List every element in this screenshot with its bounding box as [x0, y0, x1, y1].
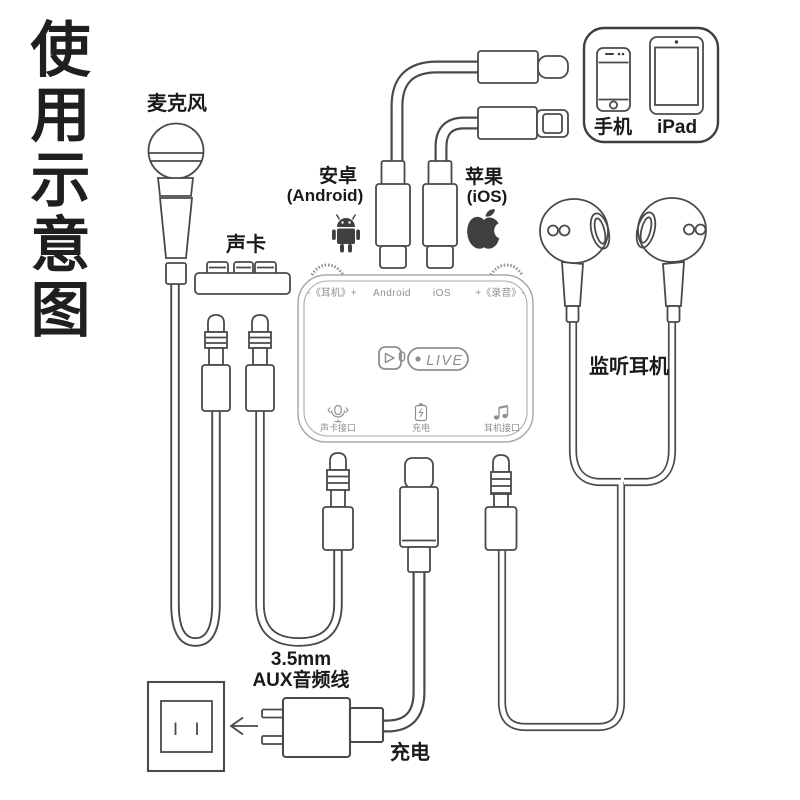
music-note-icon: [493, 404, 509, 420]
aux-label-line1: 3.5mm: [271, 649, 331, 670]
headphone-volume-label: -《耳机》+: [307, 286, 356, 299]
microphone-illustration: [147, 122, 205, 285]
headphone-volume-knob: [310, 263, 345, 276]
sound-card-label: 声卡: [225, 232, 266, 256]
trs-plug-aux-bottom: [322, 452, 354, 551]
mic-cable: [170, 283, 221, 647]
mic-port-label: 声卡接口: [320, 422, 356, 433]
earbud-left: [539, 198, 611, 323]
apple-label-cn: 苹果: [465, 165, 503, 188]
play-live-logo: LIVE: [378, 346, 469, 371]
microphone-label: 麦克风: [147, 91, 207, 115]
ipad-icon: [649, 36, 704, 115]
ios-port-label: iOS: [433, 288, 451, 299]
charging-label: 充电: [390, 740, 430, 764]
charge-cable: [370, 572, 426, 733]
trrs-plug-earphone: [484, 454, 518, 551]
earbud-right: [635, 197, 707, 323]
sound-card-illustration: [194, 261, 291, 295]
phone-label: 手机: [594, 115, 632, 138]
earphone-port-label: 耳机接口: [484, 422, 520, 433]
ipad-label: iPad: [657, 117, 697, 138]
android-usb-plug: [375, 160, 411, 269]
devices-box: 手机 iPad: [582, 26, 720, 144]
earphone-cable: [497, 320, 677, 732]
phone-icon: [596, 47, 631, 112]
usb-c-connector: [477, 50, 569, 84]
battery-icon: [414, 403, 428, 422]
live-device: -《耳机》+ Android iOS +《录音》- LIVE: [297, 263, 534, 443]
lightning-connector: [477, 106, 569, 140]
android-label-en: (Android): [287, 186, 363, 205]
aux-cable: [255, 411, 343, 647]
page-title: 使用示意图: [22, 18, 89, 343]
android-port-label: Android: [373, 288, 411, 299]
usb-c-cable: [390, 60, 480, 168]
arrow-left-icon: [229, 716, 258, 736]
mic-port-icon: [327, 404, 349, 423]
charge-plug: [399, 457, 439, 573]
aux-label-line2: AUX音频线: [252, 668, 349, 691]
trs-plug-mic: [201, 314, 231, 412]
live-text: LIVE: [426, 353, 463, 369]
android-label-cn: 安卓: [319, 164, 357, 187]
ios-usb-plug: [422, 160, 458, 269]
trs-plug-aux-top: [245, 314, 275, 412]
record-volume-label: +《录音》-: [475, 286, 524, 299]
apple-icon: [467, 209, 500, 249]
charge-port-label: 充电: [412, 422, 430, 433]
lightning-cable: [434, 116, 480, 168]
apple-label-en: (iOS): [467, 187, 508, 206]
wall-outlet: [146, 680, 226, 773]
power-adapter: [261, 696, 385, 759]
monitor-earphones-label: 监听耳机: [589, 354, 669, 378]
android-robot-icon: [332, 214, 360, 253]
record-volume-knob: [489, 263, 524, 276]
